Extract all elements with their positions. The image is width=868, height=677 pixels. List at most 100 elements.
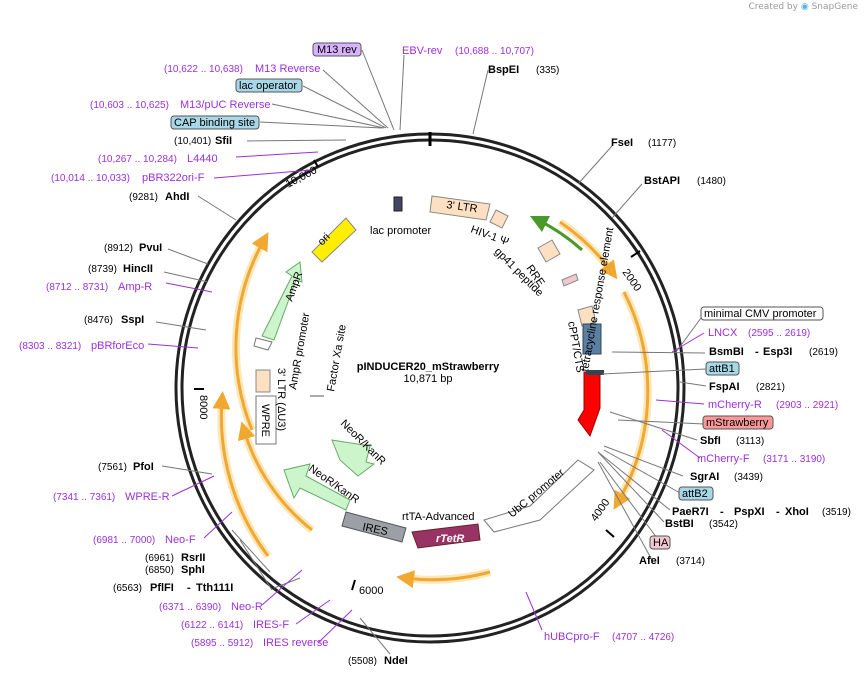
site-rsrii[interactable]: RsrII xyxy=(181,552,205,564)
svg-text:(6563): (6563) xyxy=(113,583,142,594)
tick-6000: 6000 xyxy=(351,579,383,597)
svg-text:(5895 .. 5912): (5895 .. 5912) xyxy=(191,638,253,649)
primer-neo-f[interactable]: Neo-F xyxy=(165,534,196,546)
site-pspxi[interactable]: PspXI xyxy=(734,506,765,518)
site-sfii[interactable]: SfiI xyxy=(215,135,232,147)
feature-tre: tetracycline response element xyxy=(579,227,616,373)
box-lac-operator: lac operator xyxy=(235,78,303,93)
tick-4000: 4000 xyxy=(589,497,615,538)
site-sgrai[interactable]: SgrAI xyxy=(690,471,719,483)
primer-ires-f[interactable]: IRES-F xyxy=(253,619,289,631)
primer-m13-puc-reverse[interactable]: M13/pUC Reverse xyxy=(180,99,270,111)
svg-text:(335): (335) xyxy=(536,65,559,76)
svg-text:(8739): (8739) xyxy=(88,264,117,275)
site-bsmbi[interactable]: BsmBI xyxy=(709,346,744,358)
svg-text:M13 rev: M13 rev xyxy=(317,44,357,56)
site-bstapi[interactable]: BstAPI xyxy=(644,175,680,187)
svg-text:(6122 .. 6141): (6122 .. 6141) xyxy=(181,620,243,631)
site-hincii[interactable]: HincII xyxy=(123,263,153,275)
feature-rtetr: rTetR rtTA-Advanced xyxy=(402,511,481,549)
svg-text:IRES: IRES xyxy=(361,521,389,538)
site-paer7i[interactable]: PaeR7I xyxy=(672,506,709,518)
svg-text:(3439): (3439) xyxy=(734,472,763,483)
site-fspai[interactable]: FspAI xyxy=(709,381,740,393)
site-bspei[interactable]: BspEI xyxy=(488,64,519,76)
svg-text:4000: 4000 xyxy=(589,497,613,524)
primer-ires-reverse[interactable]: IRES reverse xyxy=(263,637,328,649)
box-minimal-cmv-promoter: minimal CMV promoter xyxy=(700,306,824,321)
site-afei[interactable]: AfeI xyxy=(639,555,660,567)
box-attb1: attB1 xyxy=(705,361,740,376)
site-sphi[interactable]: SphI xyxy=(181,564,205,576)
feature-factor-xa: Factor Xa site xyxy=(310,324,349,397)
svg-text:(10,688 .. 10,707): (10,688 .. 10,707) xyxy=(455,46,534,57)
svg-text:(8712 .. 8731): (8712 .. 8731) xyxy=(46,282,108,293)
svg-text:HA: HA xyxy=(653,537,669,549)
plasmid-name: pINDUCER20_mStrawberry xyxy=(357,361,500,373)
svg-text:minimal CMV promoter: minimal CMV promoter xyxy=(704,308,817,320)
credit-brand: SnapGene xyxy=(811,2,858,12)
svg-text:(2595 .. 2619): (2595 .. 2619) xyxy=(748,328,810,339)
primer-hubcpro-f[interactable]: hUBCpro-F xyxy=(544,631,600,643)
plasmid-size: 10,871 bp xyxy=(404,373,453,385)
svg-text:8000: 8000 xyxy=(197,395,209,419)
site-pfoi[interactable]: PfoI xyxy=(133,461,154,473)
site-ahdi[interactable]: AhdI xyxy=(165,191,189,203)
box-m13-rev: M13 rev xyxy=(312,42,362,57)
svg-text:Factor Xa site: Factor Xa site xyxy=(325,324,349,393)
primer-pbr322ori-f[interactable]: pBR322ori-F xyxy=(142,172,205,184)
leader-lines xyxy=(155,49,707,655)
svg-text:(8912): (8912) xyxy=(104,243,133,254)
site-xhoi[interactable]: XhoI xyxy=(785,506,809,518)
svg-text:attB1: attB1 xyxy=(709,363,735,375)
primer-mcherry-r[interactable]: mCherry-R xyxy=(708,399,762,411)
svg-text:-: - xyxy=(776,506,780,518)
svg-text:(2619): (2619) xyxy=(809,347,838,358)
site-esp3i[interactable]: Esp3I xyxy=(763,346,792,358)
primer-m13-reverse[interactable]: M13 Reverse xyxy=(255,63,320,75)
svg-text:(2903 .. 2921): (2903 .. 2921) xyxy=(776,400,838,411)
site-tth111i[interactable]: Tth111I xyxy=(196,582,233,594)
site-ndei[interactable]: NdeI xyxy=(384,655,408,667)
site-bstbi[interactable]: BstBI xyxy=(665,518,694,530)
svg-text:(3542): (3542) xyxy=(709,519,738,530)
site-pflfi[interactable]: PflFI xyxy=(150,582,174,594)
site-fsei[interactable]: FseI xyxy=(611,137,633,149)
svg-text:-: - xyxy=(755,346,759,358)
snapgene-credit: Created by ◉ SnapGene xyxy=(748,2,858,12)
svg-text:lac promoter: lac promoter xyxy=(370,225,431,237)
primer-neo-r[interactable]: Neo-R xyxy=(231,601,263,613)
site-pvui[interactable]: PvuI xyxy=(139,242,162,254)
svg-text:(10,603 .. 10,625): (10,603 .. 10,625) xyxy=(90,100,169,111)
primer-amp-r[interactable]: Amp-R xyxy=(118,281,152,293)
primer-ebv-rev[interactable]: EBV-rev xyxy=(402,45,443,57)
primer-mcherry-f[interactable]: mCherry-F xyxy=(697,453,750,465)
snapgene-logo-icon: ◉ xyxy=(800,2,809,12)
primer-l4440[interactable]: L4440 xyxy=(187,153,218,165)
svg-text:AmpR promoter: AmpR promoter xyxy=(287,312,312,391)
primer-lncx[interactable]: LNCX xyxy=(708,327,738,339)
svg-text:mStrawberry: mStrawberry xyxy=(706,417,769,429)
box-attb2: attB2 xyxy=(678,486,714,501)
svg-text:lac operator: lac operator xyxy=(239,80,297,92)
site-sspi[interactable]: SspI xyxy=(121,314,144,326)
feature-mstrawberry-arrow xyxy=(577,370,604,438)
feature-3-ltr: 3' LTR HIV-1 Ψ xyxy=(429,195,510,248)
box-ha: HA xyxy=(649,535,671,550)
feature-wpre: WPRE xyxy=(255,395,277,445)
primer-leaders xyxy=(147,151,705,644)
svg-text:-: - xyxy=(187,582,191,594)
primer-wpre-r[interactable]: WPRE-R xyxy=(125,491,170,503)
site-sbfi[interactable]: SbfI xyxy=(700,435,721,447)
svg-text:(8303 .. 8321): (8303 .. 8321) xyxy=(19,341,81,352)
feature-ori: ori xyxy=(311,217,357,263)
svg-text:rTetR: rTetR xyxy=(436,533,464,545)
svg-text:(10,267 .. 10,284): (10,267 .. 10,284) xyxy=(98,154,177,165)
svg-text:(3113): (3113) xyxy=(736,436,764,447)
svg-text:(6850): (6850) xyxy=(145,565,174,576)
primer-pbrforeco[interactable]: pBRforEco xyxy=(91,340,144,352)
feature-lac-promoter: lac promoter xyxy=(370,196,431,237)
svg-text:(9281): (9281) xyxy=(129,192,158,203)
feature-ubc-promoter: UbC promoter xyxy=(483,459,595,533)
